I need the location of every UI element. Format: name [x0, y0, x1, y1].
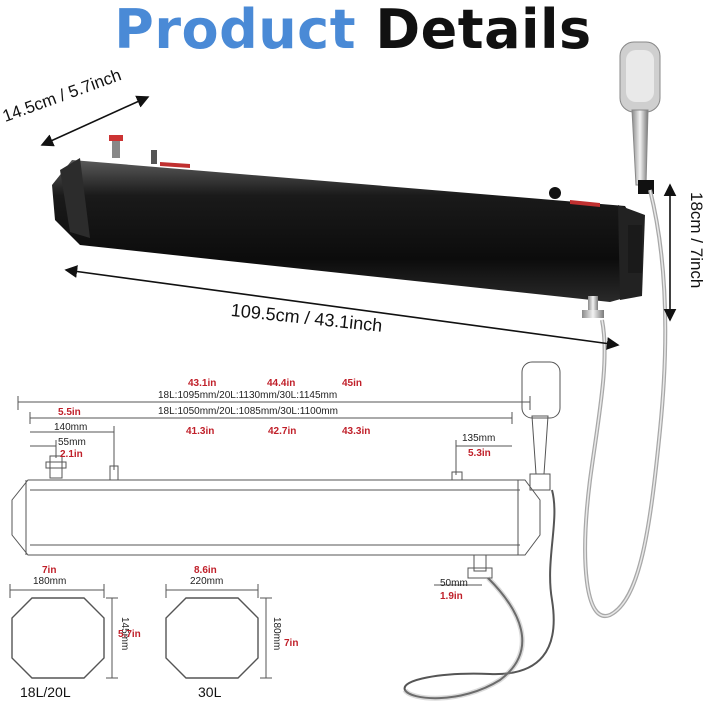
overall-20l-in: 44.4in: [267, 378, 296, 389]
outlet-in: 1.9in: [440, 591, 463, 602]
large-width-in: 8.6in: [194, 565, 217, 576]
left-offset-in: 5.5in: [58, 407, 81, 418]
small-width-in: 7in: [42, 565, 57, 576]
large-height-mm: 180mm: [271, 617, 282, 651]
large-width-mm: 220mm: [190, 576, 224, 587]
overall-30l-in: 45in: [342, 378, 363, 389]
body-mm: 18L:1050mm/20L:1085mm/30L:1100mm: [158, 406, 338, 417]
tech-diagram: [9, 361, 561, 701]
small-width-mm: 180mm: [33, 576, 67, 587]
right-offset-mm: 135mm: [462, 433, 496, 444]
outlet-mm: 50mm: [440, 578, 468, 589]
overall-mm: 18L:1095mm/20L:1130mm/30L:1145mm: [158, 390, 338, 401]
title-product: Product: [114, 0, 357, 61]
valve-photo: [109, 135, 157, 164]
overall-18l-in: 43.1in: [188, 378, 217, 389]
title-details: Details: [375, 0, 592, 61]
body-20l-in: 42.7in: [268, 426, 297, 437]
width-arrow: [40, 95, 150, 147]
large-size-label: 30L: [198, 684, 222, 700]
height-label: 18cm / 7inch: [687, 192, 706, 289]
small-size-label: 18L/20L: [20, 684, 71, 700]
small-height-in: 5.7in: [118, 629, 141, 640]
right-offset-in: 5.3in: [468, 448, 491, 459]
page-title: Product Details: [0, 0, 706, 61]
length-arrow: [64, 265, 620, 350]
large-height-in: 7in: [284, 638, 299, 649]
shower-head-photo: [583, 41, 668, 618]
body-18l-in: 41.3in: [186, 426, 215, 437]
valve-offset-mm: 55mm: [58, 437, 86, 448]
left-offset-mm: 140mm: [54, 422, 88, 433]
valve-offset-in: 2.1in: [60, 449, 83, 460]
body-30l-in: 43.3in: [342, 426, 371, 437]
